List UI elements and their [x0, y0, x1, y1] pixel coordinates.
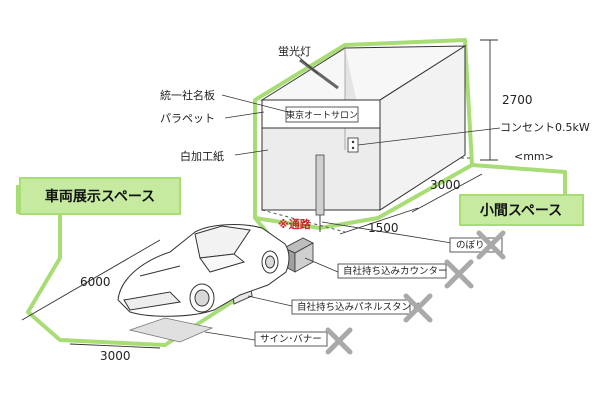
parapet-label: パラペット: [160, 112, 215, 125]
dimension-lines: [21, 39, 498, 349]
car-width-dimension: 3000: [100, 349, 131, 363]
fluorescent-lamp: [299, 58, 339, 90]
outlet-label: コンセント0.5kW: [500, 121, 590, 134]
front-dimension: 1500: [368, 221, 399, 235]
cross-icon: [476, 230, 506, 260]
cross-icon: [325, 327, 353, 355]
aisle-label: ※通路: [278, 217, 312, 231]
car-length-dimension: 6000: [80, 275, 111, 289]
svg-text:自社持ち込みカウンター: 自社持ち込みカウンター: [343, 265, 448, 277]
height-dimension: 2700: [502, 93, 533, 107]
fluorescent-label: 蛍光灯: [278, 44, 311, 58]
counter-icon: [283, 237, 314, 273]
depth-dimension: 3000: [430, 178, 461, 192]
prohibited-counter: 自社持ち込みカウンター: [337, 263, 448, 279]
unit-label: <mm>: [514, 150, 554, 163]
cross-icon: [444, 259, 474, 289]
prohibited-panel-stand: 自社持ち込みパネルスタンド: [291, 299, 421, 315]
svg-text:小間スペース: 小間スペース: [480, 203, 562, 219]
company-nameplate-label: 統一社名板: [160, 88, 215, 102]
flag-pole-icon: [315, 154, 325, 216]
nameplate-text: 東京オートサロン: [286, 109, 358, 121]
white-board-label: 白加工紙: [180, 149, 224, 163]
booth: 東京オートサロン: [260, 45, 467, 232]
svg-text:自社持ち込みパネルスタンド: 自社持ち込みパネルスタンド: [297, 301, 421, 313]
svg-text:サイン･バナー: サイン･バナー: [260, 334, 322, 345]
sign-banner-icon: [128, 317, 214, 343]
floor-guides: [261, 157, 470, 233]
leader-lines: [204, 55, 501, 341]
svg-text:車両展示スペース: 車両展示スペース: [45, 188, 155, 205]
company-nameplate: [285, 106, 359, 123]
prohibited-sign-banner: サイン･バナー: [254, 331, 328, 347]
cross-icon: [403, 293, 433, 323]
car-icon: [117, 224, 290, 317]
outlet-icon: [347, 137, 359, 153]
small-space-banner: 小間スペース: [459, 194, 584, 226]
svg-text:のぼり: のぼり: [456, 240, 485, 251]
vehicle-space-banner: 車両展示スペース: [19, 177, 181, 215]
